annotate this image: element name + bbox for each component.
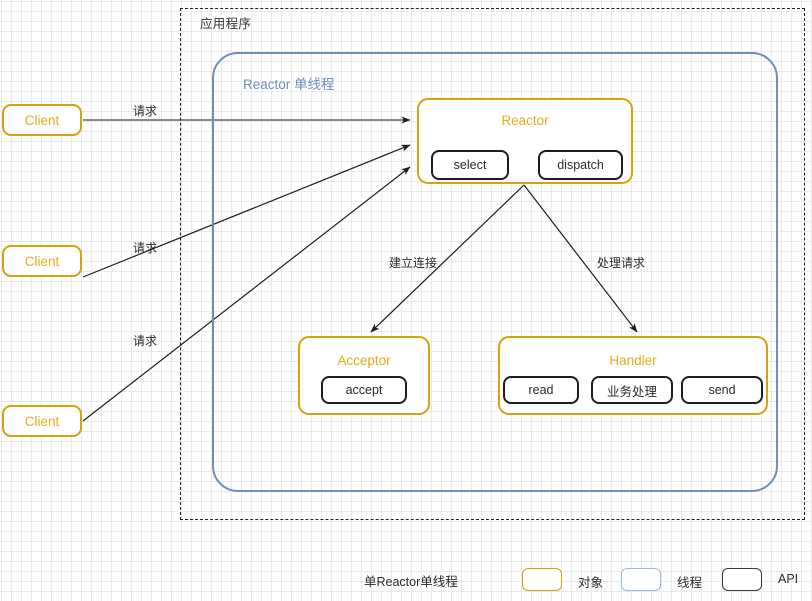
client-label: Client — [24, 413, 60, 429]
legend-title: 单Reactor单线程 — [364, 575, 458, 589]
api-select-label: select — [453, 158, 487, 172]
application-boundary — [180, 8, 805, 520]
api-read-button[interactable]: read — [503, 376, 579, 404]
reactor-title: Reactor — [501, 113, 549, 128]
api-accept-button[interactable]: accept — [321, 376, 407, 404]
api-business-process-button[interactable]: 业务处理 — [591, 376, 673, 404]
reactor-thread-container — [212, 52, 778, 492]
api-send-button[interactable]: send — [681, 376, 763, 404]
application-boundary-label: 应用程序 — [200, 17, 252, 31]
api-dispatch-button[interactable]: dispatch — [538, 150, 623, 180]
edge-label-handle-request: 处理请求 — [597, 256, 646, 270]
legend-thread-swatch — [621, 568, 661, 591]
client-box-1[interactable]: Client — [2, 104, 82, 136]
api-send-label: send — [708, 383, 736, 397]
edge-label-request-3: 请求 — [133, 334, 158, 348]
legend-api-swatch — [722, 568, 762, 591]
api-read-label: read — [528, 383, 554, 397]
client-box-2[interactable]: Client — [2, 245, 82, 277]
api-select-button[interactable]: select — [431, 150, 509, 180]
api-dispatch-label: dispatch — [557, 158, 604, 172]
legend-object-swatch — [522, 568, 562, 591]
edge-label-establish-connection: 建立连接 — [389, 256, 438, 270]
edge-label-request-1: 请求 — [133, 104, 158, 118]
reactor-thread-label: Reactor 单线程 — [243, 77, 335, 92]
client-box-3[interactable]: Client — [2, 405, 82, 437]
legend-thread-label: 线程 — [677, 576, 703, 590]
api-business-process-label: 业务处理 — [606, 384, 657, 399]
edge-label-request-2: 请求 — [133, 241, 158, 255]
client-label: Client — [24, 112, 60, 128]
handler-title: Handler — [609, 353, 657, 368]
legend-object-label: 对象 — [578, 576, 604, 590]
api-accept-label: accept — [345, 383, 383, 397]
client-label: Client — [24, 253, 60, 269]
acceptor-title: Acceptor — [337, 353, 391, 368]
legend-api-label: API — [778, 572, 799, 586]
